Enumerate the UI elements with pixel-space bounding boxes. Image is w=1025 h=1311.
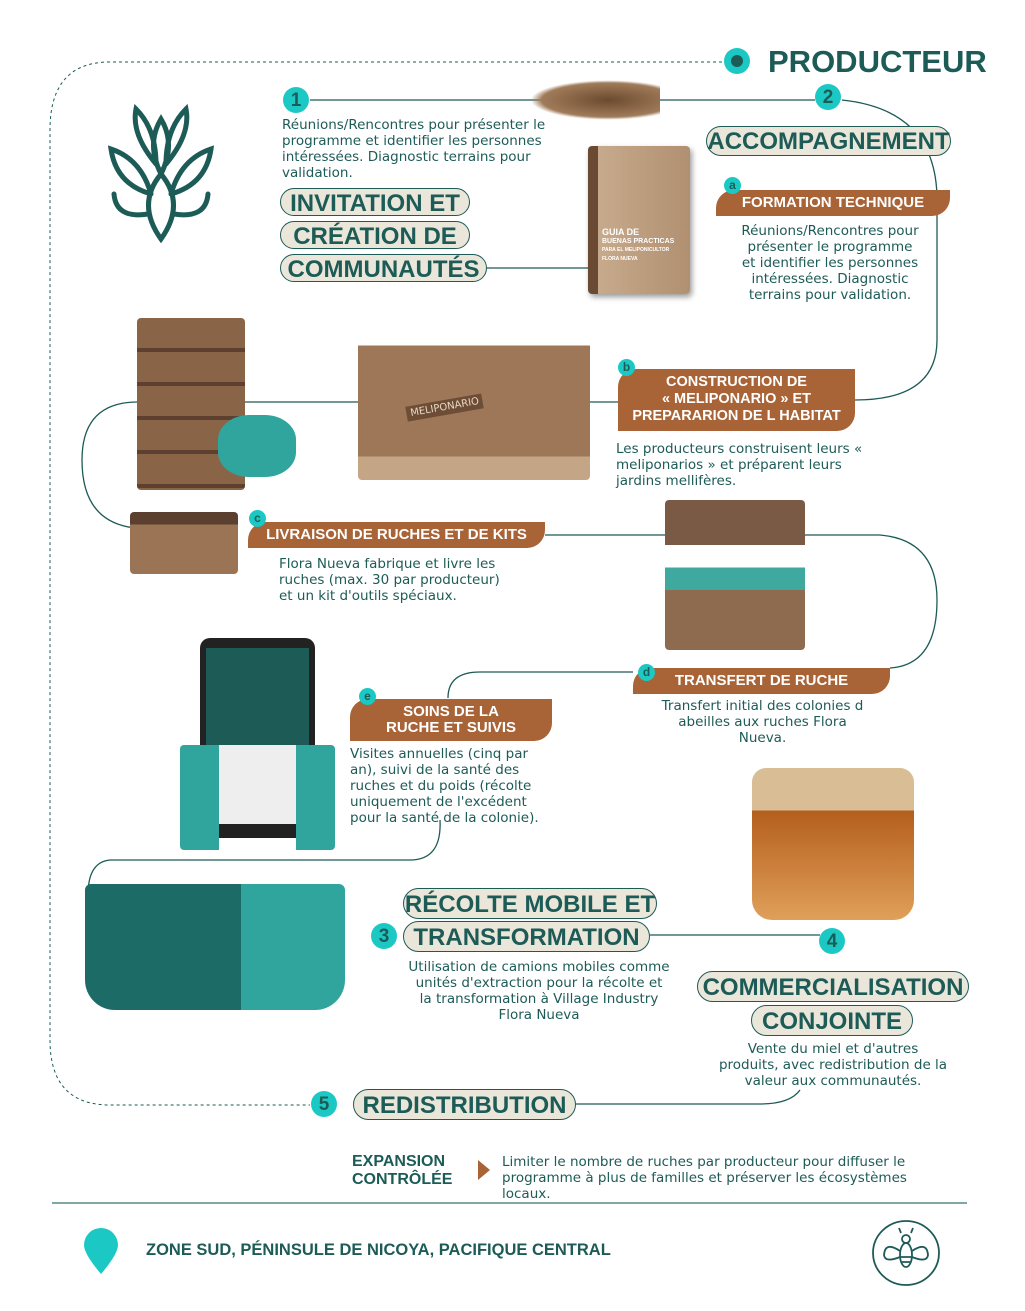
substep-e-badge: e	[359, 688, 376, 705]
substep-e-title: SOINS DE LA RUCHE ET SUIVIS	[350, 699, 552, 741]
step-1-description: Réunions/Rencontres pour présenter le pr…	[282, 117, 546, 181]
book-title: PARA EL MELIPONICULTOR	[602, 247, 670, 253]
meliponario-sign: MELIPONARIO	[405, 393, 485, 422]
guide-book-image: GUIA DE BUENAS PRACTICAS PARA EL MELIPON…	[588, 146, 690, 294]
step-1-title-line-3: COMMUNAUTÉS	[280, 254, 487, 283]
step-1-title-line-2: CRÉATION DE	[280, 221, 470, 250]
step-3-title-line-2: TRANSFORMATION	[403, 921, 650, 952]
substep-b-title: CONSTRUCTION DE « MELIPONARIO » ET PREPA…	[618, 369, 855, 431]
book-title: GUIA DE	[602, 227, 640, 237]
step-2-badge: 2	[815, 84, 841, 110]
step-1-badge: 1	[283, 87, 309, 113]
substep-b-title-line: « MELIPONARIO » ET	[661, 391, 812, 407]
bee-icon	[872, 1220, 940, 1286]
meliponario-image: MELIPONARIO	[358, 322, 590, 480]
footer-location: ZONE SUD, PÉNINSULE DE NICOYA, PACIFIQUE…	[146, 1241, 611, 1259]
substep-a-badge: a	[724, 177, 741, 194]
substep-a-description: Réunions/Rencontres pour présenter le pr…	[741, 223, 919, 303]
hive-transfer-image	[665, 500, 805, 650]
expansion-label: EXPANSION CONTRÔLÉE	[352, 1153, 452, 1189]
substep-b-badge: b	[618, 359, 635, 376]
substep-d-title: TRANSFERT DE RUCHE	[633, 668, 890, 694]
flora-nueva-logo	[107, 104, 215, 244]
location-pin-icon	[84, 1228, 118, 1274]
hive-box-image	[130, 512, 238, 574]
substep-b-title-line: CONSTRUCTION DE	[666, 374, 807, 390]
substep-c-badge: c	[249, 510, 266, 527]
step-5-badge: 5	[311, 1091, 337, 1117]
arrow-right-icon	[478, 1160, 490, 1180]
substep-a-title: FORMATION TECHNIQUE	[716, 190, 950, 216]
book-title: BUENAS PRACTICAS	[602, 238, 675, 245]
substep-e-description: Visites annuelles (cinq par an), suivi d…	[350, 746, 539, 826]
substep-c-description: Flora Nueva fabrique et livre les ruches…	[279, 556, 500, 604]
step-3-description: Utilisation de camions mobiles comme uni…	[408, 959, 670, 1023]
substep-e-title-line: SOINS DE LA	[403, 703, 499, 720]
substep-b-description: Les producteurs construisent leurs « mel…	[616, 441, 863, 489]
step-3-title-line-1: RÉCOLTE MOBILE ET	[403, 888, 657, 919]
substep-d-description: Transfert initial des colonies d abeille…	[661, 698, 864, 746]
substep-d-badge: d	[638, 664, 655, 681]
expansion-text: Limiter le nombre de ruches par producte…	[502, 1154, 907, 1202]
step-1-title-line-1: INVITATION ET	[280, 188, 470, 217]
honey-jar-image	[752, 768, 914, 920]
substep-c-title: LIVRAISON DE RUCHES ET DE KITS	[248, 522, 545, 548]
step-4-description: Vente du miel et d'autres produits, avec…	[718, 1041, 948, 1089]
step-3-badge: 3	[371, 923, 397, 949]
glove-image	[218, 415, 296, 477]
step-4-title-line-2: CONJOINTE	[751, 1005, 913, 1036]
substep-b-title-line: PREPARARION DE L HABITAT	[632, 408, 841, 424]
hands-image	[180, 745, 335, 850]
page-title: PRODUCTEUR	[768, 44, 987, 79]
mobile-truck-image	[85, 884, 345, 1010]
expansion-label-line: EXPANSION	[352, 1153, 446, 1170]
book-title: FLORA NUEVA	[602, 256, 638, 262]
step-4-badge: 4	[819, 928, 845, 954]
substep-e-title-line: RUCHE ET SUIVIS	[385, 719, 517, 736]
expansion-label-line: CONTRÔLÉE	[352, 1171, 453, 1188]
bee-image	[530, 80, 660, 120]
step-4-title-line-1: COMMERCIALISATION	[697, 971, 969, 1002]
step-2-title: ACCOMPAGNEMENT	[706, 126, 951, 156]
step-5-title: REDISTRIBUTION	[353, 1089, 576, 1120]
